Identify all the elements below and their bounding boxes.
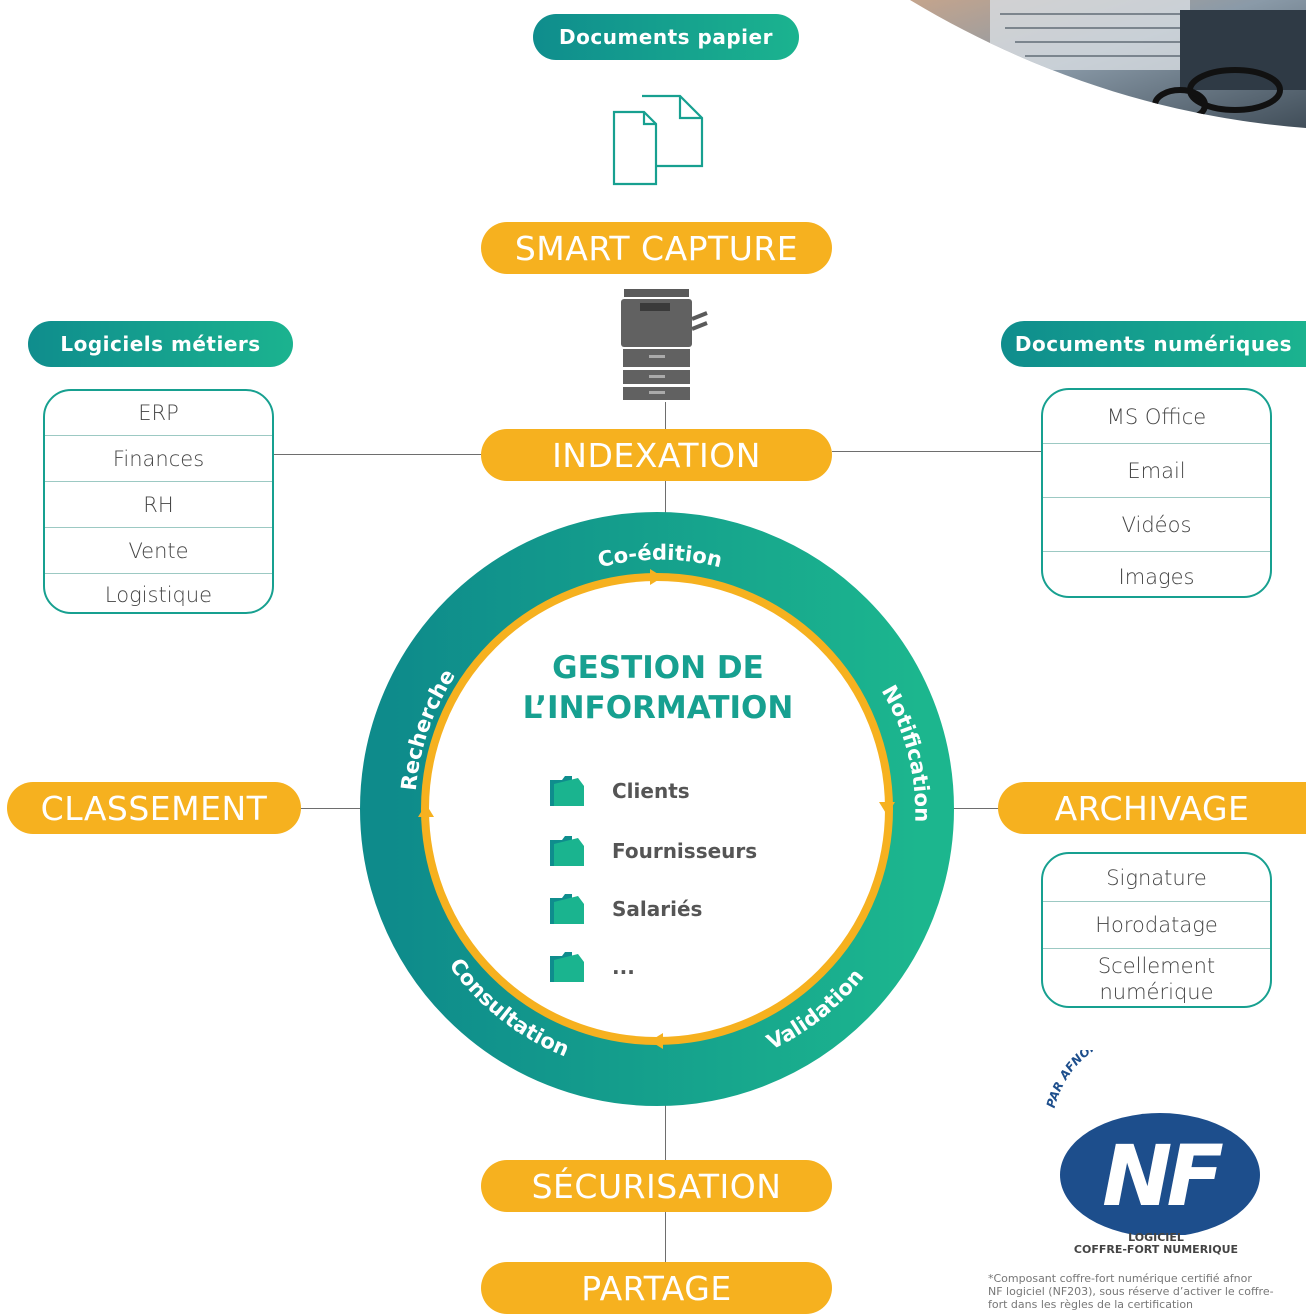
information-cycle: Co-édition Notifications Recherche Consu…: [360, 512, 954, 1106]
classement-label: CLASSEMENT: [40, 788, 268, 828]
list-item: MS Office: [1043, 390, 1270, 444]
folder-label: ...: [612, 955, 635, 979]
list-item: ERP: [45, 391, 272, 436]
partage-label: PARTAGE: [581, 1268, 732, 1308]
list-item-label: Scellement numérique: [1097, 953, 1216, 1004]
archivage-pill: ARCHIVAGE: [998, 782, 1306, 834]
cycle-title-line2: L’INFORMATION: [522, 690, 794, 726]
list-item-label: MS Office: [1106, 404, 1207, 429]
list-item-label: ERP: [138, 401, 179, 425]
list-item: Images: [1043, 552, 1270, 596]
archive-features-list: Signature Horodatage Scellement numériqu…: [1041, 852, 1272, 1008]
list-item: Vente: [45, 528, 272, 574]
list-item-label: Logistique: [104, 583, 213, 607]
list-item-label: Finances: [112, 446, 205, 471]
indexation-label: INDEXATION: [552, 435, 761, 475]
footnote-line1: *Composant coffre-fort numérique certifi…: [988, 1272, 1252, 1285]
connector-indexation-cycle: [665, 480, 666, 520]
folder-item: Salariés: [548, 892, 702, 926]
connector-cycle-securisation: [665, 1095, 666, 1161]
smart-capture-pill: SMART CAPTURE: [481, 222, 832, 274]
securisation-label: SÉCURISATION: [531, 1166, 782, 1206]
list-item-label: Images: [1118, 564, 1195, 589]
folder-item: Fournisseurs: [548, 834, 757, 868]
digital-documents-list: MS Office Email Vidéos Images: [1041, 388, 1272, 598]
connector-printer-indexation: [665, 402, 666, 430]
nf-ring-text: PAR AFNOR CERTIFICATION: [1044, 1050, 1204, 1109]
list-item: Horodatage: [1043, 902, 1270, 949]
connector-securisation-partage: [665, 1212, 666, 1262]
nf-certification-logo: PAR AFNOR CERTIFICATION NF: [1044, 1050, 1260, 1235]
list-item: Finances: [45, 436, 272, 482]
list-item-label: RH: [143, 492, 174, 517]
list-item-label: Horodatage: [1095, 913, 1218, 937]
folder-icon: [550, 836, 584, 866]
cycle-inner: [426, 578, 888, 1040]
printer-icon: [621, 289, 708, 400]
connector-indexation-right: [832, 451, 1042, 452]
list-item: RH: [45, 482, 272, 528]
nf-blue-ellipse: [1060, 1113, 1260, 1235]
list-item: Signature: [1043, 854, 1270, 902]
folder-label: Clients: [612, 779, 690, 803]
list-item: Email: [1043, 444, 1270, 498]
certification-footnote: *Composant coffre-fort numérique certifi…: [988, 1272, 1306, 1311]
business-software-title: Logiciels métiers: [60, 332, 261, 356]
nf-subtitle-line2: COFFRE-FORT NUMERIQUE: [1073, 1243, 1239, 1256]
list-item: Scellement numérique: [1043, 949, 1270, 1006]
partage-pill: PARTAGE: [481, 1262, 832, 1314]
connector-classement: [300, 808, 366, 809]
smart-capture-label: SMART CAPTURE: [514, 228, 799, 268]
arrow-bottom: [650, 1033, 663, 1049]
digital-documents-pill: Documents numériques: [1001, 321, 1306, 367]
connector-indexation-left: [273, 454, 483, 455]
folder-item: Clients: [548, 774, 690, 808]
indexation-pill: INDEXATION: [481, 429, 832, 481]
list-item: Logistique: [45, 574, 272, 612]
paper-documents-pill: Documents papier: [533, 14, 799, 60]
arrow-top: [650, 569, 663, 585]
list-item-label: Vente: [128, 538, 189, 563]
laptop-photo: [910, 0, 1306, 128]
list-item: Vidéos: [1043, 498, 1270, 552]
list-item-label: Vidéos: [1121, 512, 1192, 537]
folder-icon: [550, 776, 584, 806]
documents-icon: [612, 94, 704, 186]
folder-label: Fournisseurs: [612, 839, 758, 863]
nf-subtitle: LOGICIEL COFFRE-FORT NUMERIQUE: [1040, 1232, 1272, 1256]
folder-icon: [550, 894, 584, 924]
nf-subtitle-line1: LOGICIEL: [1128, 1231, 1184, 1244]
list-item-label: Signature: [1106, 865, 1207, 890]
archivage-label: ARCHIVAGE: [1054, 788, 1250, 828]
folder-item: ...: [548, 950, 635, 984]
paper-documents-label: Documents papier: [559, 25, 773, 49]
cycle-title-line1: GESTION DE: [552, 650, 764, 686]
securisation-pill: SÉCURISATION: [481, 1160, 832, 1212]
digital-documents-title: Documents numériques: [1014, 332, 1293, 356]
business-software-list: ERP Finances RH Vente Logistique: [43, 389, 274, 614]
nf-logo-text: NF: [1102, 1127, 1223, 1225]
arrow-right: [879, 802, 895, 815]
business-software-pill: Logiciels métiers: [28, 321, 293, 367]
footnote-line3: fort dans les règles de la certification: [988, 1298, 1194, 1311]
classement-pill: CLASSEMENT: [7, 782, 301, 834]
cycle-title: GESTION DE L’INFORMATION: [503, 648, 813, 728]
arrow-left: [418, 804, 434, 817]
folder-label: Salariés: [612, 897, 703, 921]
cycle-ring: [360, 512, 954, 1106]
connector-archivage: [950, 808, 1000, 809]
folder-icon: [550, 952, 584, 982]
footnote-line2: NF logiciel (NF203), sous réserve d’acti…: [988, 1285, 1274, 1298]
list-item-label: Email: [1127, 458, 1186, 483]
